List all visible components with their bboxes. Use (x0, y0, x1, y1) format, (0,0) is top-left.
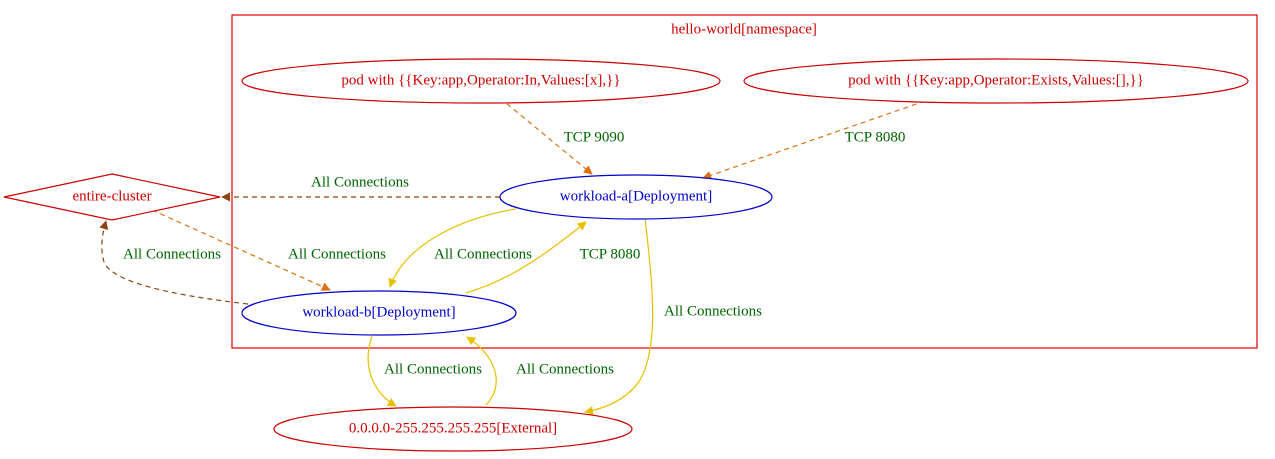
node-workload-b-shape[interactable] (241, 290, 517, 336)
node-entire-cluster-label: entire-cluster (72, 188, 151, 204)
node-workload-a-label: workload-a[Deployment] (560, 188, 712, 204)
node-entire-cluster[interactable]: entire-cluster (3, 173, 221, 221)
node-workload-a[interactable]: workload-a[Deployment] (499, 174, 773, 220)
edge-pod-exists-to-workload-a[interactable] (702, 100, 926, 180)
edge-label-workload-b-to-external: All Connections (384, 361, 482, 377)
namespace-cluster: hello-world[namespace] (231, 14, 1258, 349)
namespace-cluster-label: hello-world[namespace] (671, 21, 817, 37)
node-pod-app-exists-shape[interactable] (743, 58, 1249, 104)
edge-label-workload-b-to-workload-a: TCP 8080 (580, 246, 641, 262)
node-external[interactable]: 0.0.0.0-255.255.255.255[External] (273, 406, 633, 452)
node-external-label: 0.0.0.0-255.255.255.255[External] (349, 420, 557, 436)
edge-label-workload-a-to-entire-cluster: All Connections (311, 174, 409, 190)
edge-label-external-to-workload-b: All Connections (516, 361, 614, 377)
node-pod-app-in-x[interactable]: pod with {{Key:app,Operator:In,Values:[x… (241, 58, 721, 104)
node-pod-app-in-x-shape[interactable] (241, 58, 721, 104)
node-workload-b[interactable]: workload-b[Deployment] (241, 290, 517, 336)
node-workload-b-label: workload-b[Deployment] (302, 304, 455, 320)
edge-label-entire-cluster-to-workload-b: All Connections (288, 246, 386, 262)
node-entire-cluster-shape[interactable] (3, 173, 221, 221)
edge-label-workload-a-to-external: All Connections (664, 303, 762, 319)
edge-workload-b-to-external[interactable] (367, 335, 397, 407)
node-external-shape[interactable] (273, 406, 633, 452)
namespace-cluster-border (231, 14, 1258, 349)
edges: TCP 9090 TCP 8080 All Connections All Co… (99, 97, 926, 416)
edge-pod-in-to-workload-a[interactable] (499, 97, 593, 175)
edge-workload-a-to-workload-b[interactable] (388, 208, 517, 288)
node-workload-a-shape[interactable] (499, 174, 773, 220)
edge-workload-b-to-entire-cluster[interactable] (99, 220, 249, 305)
edge-label-pod-in-to-workload-a: TCP 9090 (564, 129, 625, 145)
node-pod-app-in-x-label: pod with {{Key:app,Operator:In,Values:[x… (341, 72, 620, 88)
edge-label-workload-b-to-entire-cluster: All Connections (123, 246, 221, 262)
edge-entire-cluster-to-workload-b[interactable] (151, 209, 331, 291)
nodes: pod with {{Key:app,Operator:In,Values:[x… (3, 58, 1249, 452)
edge-label-pod-exists-to-workload-a: TCP 8080 (845, 129, 906, 145)
node-pod-app-exists[interactable]: pod with {{Key:app,Operator:Exists,Value… (743, 58, 1249, 104)
node-pod-app-exists-label: pod with {{Key:app,Operator:Exists,Value… (848, 72, 1144, 88)
edge-external-to-workload-b[interactable] (466, 336, 497, 406)
edge-workload-a-to-external[interactable] (584, 217, 654, 416)
edge-workload-b-to-workload-a[interactable] (465, 221, 587, 294)
edge-label-workload-a-to-workload-b: All Connections (434, 246, 532, 262)
